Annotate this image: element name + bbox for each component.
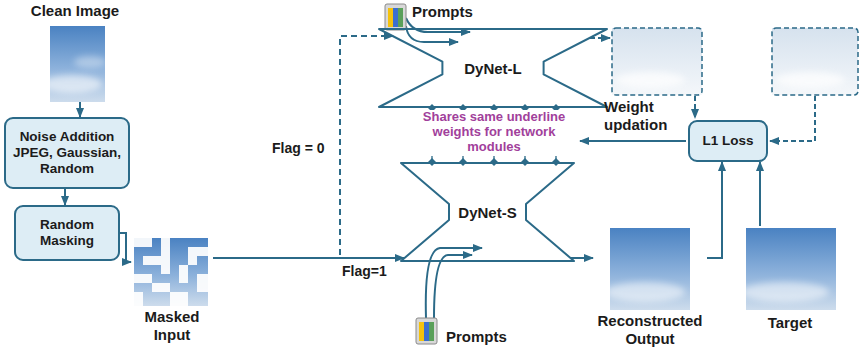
node-text: Random Masking bbox=[21, 217, 113, 249]
image-node: Target bbox=[738, 226, 842, 336]
target-image bbox=[746, 228, 836, 310]
prompts-label: Prompts bbox=[412, 3, 473, 21]
clean-image bbox=[50, 26, 105, 102]
shared-weights-note: Shares same underline weights for networ… bbox=[413, 110, 575, 155]
edge-label: Flag=1 bbox=[342, 263, 387, 280]
edge-label: Flag = 0 bbox=[272, 140, 325, 157]
node-text: Clean Image bbox=[20, 2, 130, 20]
flow-arrow bbox=[213, 257, 404, 259]
flow-arrow bbox=[79, 102, 81, 117]
loss-box: L1 Loss bbox=[688, 120, 768, 162]
process-box: Noise Addition JPEG, Gaussian, Random bbox=[4, 117, 130, 189]
masked-image bbox=[134, 238, 208, 306]
node-text: Target bbox=[738, 314, 842, 332]
flow-arrow bbox=[571, 257, 593, 259]
layout-arrows bbox=[406, 18, 815, 318]
image-node: Clean Image bbox=[20, 2, 130, 102]
node-text: Masked Input bbox=[131, 308, 213, 344]
flow-arrow bbox=[707, 162, 722, 258]
process-box: Random Masking bbox=[14, 205, 120, 261]
node-text: Noise Addition JPEG, Gaussian, Random bbox=[11, 129, 123, 178]
flow-arrow bbox=[213, 36, 393, 258]
prompts-label: Prompts bbox=[446, 328, 507, 346]
weight-update-label: Weight updation bbox=[604, 98, 680, 134]
network-hourglass: DyNet-L bbox=[378, 28, 608, 108]
flow-arrow bbox=[759, 162, 761, 226]
node-text: DyNet-L bbox=[464, 60, 522, 77]
image-node: Reconstructed Output bbox=[593, 226, 707, 348]
prompt-icon bbox=[416, 318, 437, 344]
prompt-icon bbox=[385, 4, 406, 30]
target-pale-image bbox=[772, 28, 858, 95]
flow-arrow bbox=[64, 189, 66, 205]
image-node: Masked Input bbox=[131, 236, 213, 348]
node-text: Reconstructed Output bbox=[593, 312, 707, 348]
network-hourglass: DyNet-S bbox=[400, 162, 575, 262]
node-text: DyNet-S bbox=[458, 204, 516, 221]
dynet-l-output bbox=[612, 28, 702, 95]
flow-arrow bbox=[120, 233, 131, 262]
reconstructed-image bbox=[610, 228, 690, 310]
node-text: L1 Loss bbox=[702, 133, 753, 149]
